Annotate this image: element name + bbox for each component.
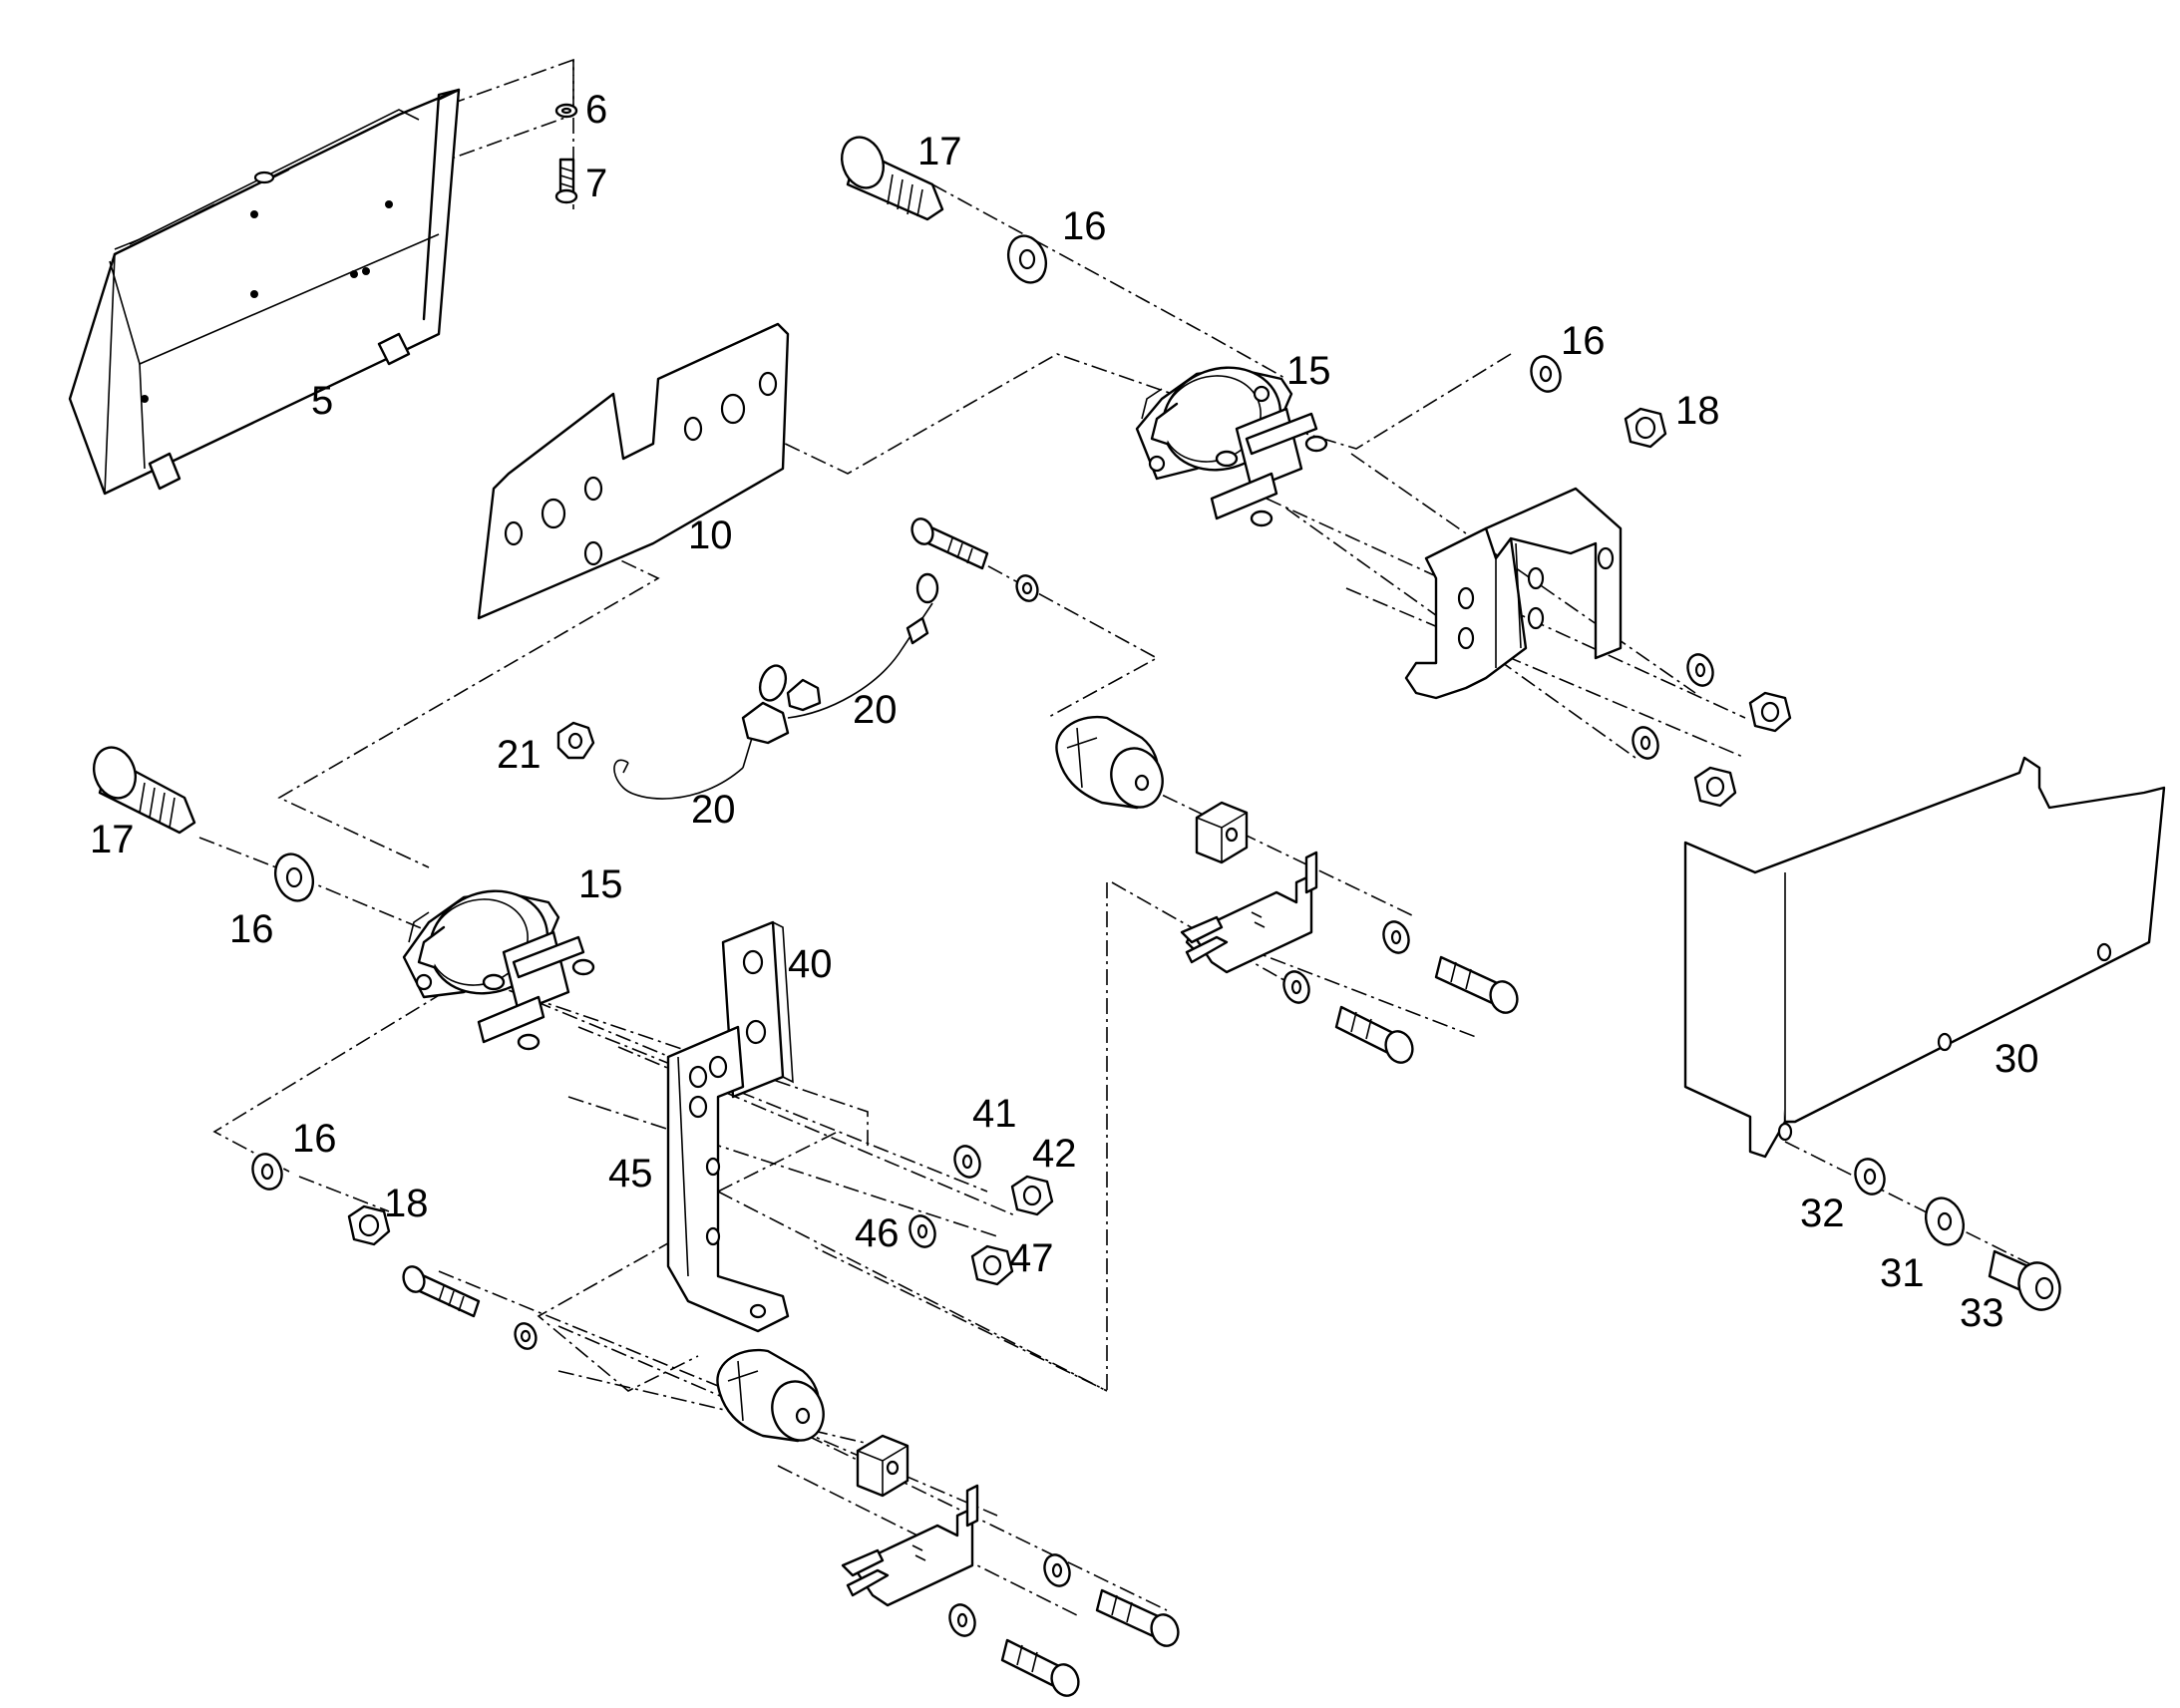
callout-33: 33 [1960,1291,2004,1335]
fuse-holder-lower [841,1484,979,1607]
fuse-holder-upper [1180,851,1318,974]
callout-32: 32 [1800,1192,1845,1235]
washer-part-31 [1924,1196,1966,1246]
mounting-bracket-top [1404,487,1623,700]
callout-30: 30 [1995,1037,2039,1081]
callout-16-lower-left: 16 [292,1117,337,1161]
callout-17-left: 17 [90,818,135,861]
spacer-block-upper [1195,801,1249,864]
spacer-block-lower [856,1434,909,1498]
callout-42: 42 [1032,1132,1077,1176]
nut-part-47 [970,1244,1014,1286]
bolt-part-17-top [841,136,944,221]
callout-17-top: 17 [917,130,962,173]
washers-nuts-top-bracket [1632,653,1792,808]
washer-lower-left [514,1322,538,1350]
callout-31: 31 [1880,1251,1925,1295]
callout-45: 45 [608,1152,653,1196]
connector-part-21 [556,721,595,760]
washer-part-16-lower-left [251,1153,283,1191]
enclosure-box-part-5 [68,88,461,496]
bracket-part-45 [666,1025,790,1333]
callout-47: 47 [1009,1236,1054,1280]
nut-part-18-top [1624,407,1667,449]
callout-16-top-right: 16 [1561,319,1606,363]
callout-7: 7 [585,162,607,205]
washer-part-16-top [1006,234,1048,284]
lockwasher-part-41 [953,1145,981,1179]
insulator-lower [716,1348,825,1443]
screw-part-7 [554,158,578,204]
callout-labels: 5 6 7 10 15 15 16 16 16 16 17 17 18 18 2… [90,88,2039,1335]
callout-16-left: 16 [229,907,274,951]
washers-screws-lower-fuse [948,1553,1180,1697]
insulator-upper [1055,715,1164,810]
nut-part-42 [1010,1175,1054,1216]
washer-part-6 [554,103,578,119]
leader-lines [198,58,2045,1616]
bolt-part-17-left [93,746,196,835]
washer-part-32 [1854,1158,1886,1196]
screw-part-33 [1988,1249,2061,1311]
gasket-plate-part-10 [477,322,790,620]
callout-21: 21 [497,733,542,777]
callout-5: 5 [311,379,333,423]
lockwasher-part-46 [908,1214,936,1248]
washer-center-top [1015,574,1039,602]
washers-screws-upper-fuse [1282,920,1519,1064]
screw-lower-left [402,1265,481,1318]
callout-18-top: 18 [1675,389,1720,433]
callout-20-lower: 20 [691,788,736,832]
callout-6: 6 [585,88,607,132]
callout-18-lower-left: 18 [384,1182,429,1225]
washer-part-16-top-right [1530,355,1562,393]
callout-40: 40 [788,942,833,986]
washer-part-16-left [273,853,315,902]
nut-part-18-lower-left [347,1204,391,1246]
callout-46: 46 [855,1211,900,1255]
callout-20-upper: 20 [853,688,898,732]
cover-plate-part-30 [1683,756,2166,1159]
screw-center-top [910,517,989,570]
solenoid-relay-part-15-top [1135,366,1328,527]
callout-15-top: 15 [1286,349,1331,393]
callout-10: 10 [688,513,733,557]
solenoid-relay-part-15-left [402,889,595,1051]
callout-41: 41 [972,1092,1017,1136]
callout-15-left: 15 [578,862,623,906]
callout-16-top: 16 [1062,204,1107,248]
wire-harness-part-20 [613,572,939,800]
